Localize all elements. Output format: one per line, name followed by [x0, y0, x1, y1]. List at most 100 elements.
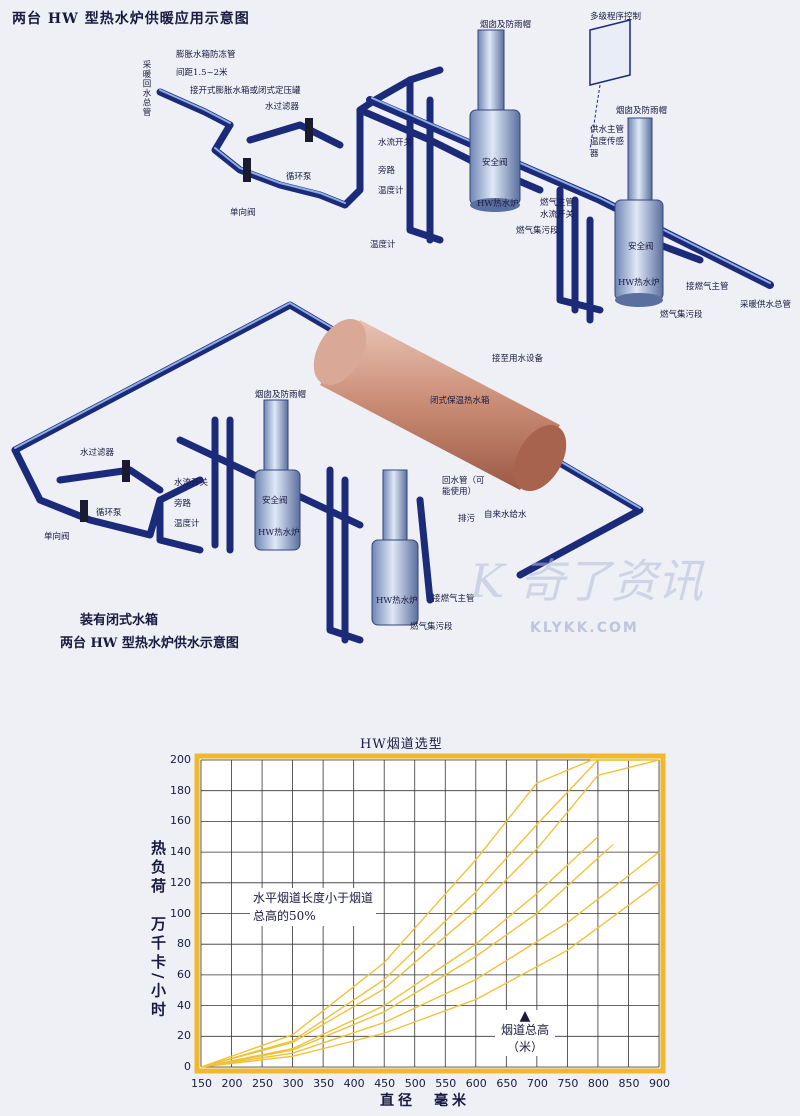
d1-label-controller: 多级程序控制	[590, 12, 642, 22]
chart-series-line-5	[200, 851, 660, 1068]
chart-x-tick-label: 500	[404, 1077, 426, 1090]
d2-label-return-pipe: 回水管（可能使用）	[442, 476, 485, 497]
chart-y-tick-label: 200	[170, 753, 191, 766]
chart-series-label-16: 16	[514, 832, 532, 845]
d1-boiler-2	[614, 117, 664, 307]
chart-series-label-5: 5	[518, 927, 529, 940]
chart-y-tick-label: 0	[184, 1060, 191, 1073]
d2-label-boiler2: HW热水炉	[376, 596, 418, 606]
d1-label-bypass: 旁路	[378, 166, 396, 176]
chart-x-tick-label: 200	[221, 1077, 243, 1090]
up-arrow-icon: ▲	[519, 1008, 531, 1024]
diagram2-title-line2: 两台 HW 型热水炉供水示意图	[60, 636, 239, 651]
watermark-url: KLYKK.COM	[530, 620, 639, 636]
d1-label-return-main: 采暖回水总管	[141, 60, 151, 117]
chart-title: HW烟道选型	[360, 737, 443, 752]
chart-series-label-20: 20	[514, 812, 532, 825]
chart-y-tick-label: 60	[177, 967, 191, 981]
chart-x-tick-label: 700	[526, 1077, 548, 1090]
d1-label-thermometer2: 温度计	[370, 240, 396, 250]
d1-label-safety-valve: 安全阀	[482, 158, 508, 168]
d2-label-safety-valve: 安全阀	[262, 496, 288, 506]
d1-label-check-valve: 单向阀	[230, 208, 256, 218]
d1-controller-box	[589, 19, 631, 151]
chart-y-tick-label: 20	[177, 1029, 191, 1043]
chart-y-axis-title: 热负荷 万千卡/小时	[149, 840, 167, 1021]
d1-label-gas-trap: 燃气集污段	[516, 226, 559, 236]
d1-label-boiler2: HW热水炉	[618, 278, 660, 288]
d1-label-gas-main2: 接燃气主管	[686, 282, 729, 292]
chart-annotation: 水平烟道长度小于烟道总高的50%	[250, 888, 376, 926]
d1-boiler-1	[469, 29, 521, 212]
d2-label-water-filter: 水过滤器	[80, 448, 115, 458]
chart-x-tick-label: 900	[649, 1077, 670, 1090]
d1-label-thermometer: 温度计	[378, 186, 404, 196]
chart-series-label-8: 8	[518, 896, 529, 909]
chart-y-tick-label: 140	[170, 845, 191, 859]
d2-label-check-valve: 单向阀	[44, 532, 70, 542]
chart-x-tick-label: 150	[191, 1077, 212, 1090]
chart-x-tick-label: 750	[557, 1077, 579, 1090]
watermark-text: K 奇了资讯	[470, 554, 703, 608]
chart-x-axis-title: 直径 毫米	[380, 1093, 470, 1109]
d2-label-tank: 闭式保温热水箱	[430, 396, 490, 406]
chart-x-tick-label: 650	[496, 1077, 518, 1090]
d1-label-chimney1: 烟囱及防雨帽	[480, 20, 532, 30]
d1-label-supply-sensor: 供水主管温度传感器	[590, 125, 625, 159]
d1-label-safety-valve2: 安全阀	[628, 242, 654, 252]
diagram2-title: 装有闭式水箱 两台 HW 型热水炉供水示意图	[60, 609, 239, 655]
d2-label-gas-trap: 燃气集污段	[410, 622, 453, 632]
d2-label-bypass: 旁路	[174, 499, 192, 509]
diagram1-drawing	[11, 19, 774, 644]
chart-y-tick-label: 40	[177, 998, 191, 1012]
d2-label-circ-pump: 循环泵	[96, 508, 122, 518]
chart-series-label-10: 10	[514, 876, 532, 889]
chart-x-tick-label: 800	[587, 1077, 609, 1090]
d2-label-thermometer: 温度计	[174, 519, 200, 529]
d2-pumps	[80, 460, 130, 522]
chart-x-tick-label: 400	[343, 1077, 365, 1090]
d2-tank	[313, 318, 567, 492]
d1-label-circ-pump: 循环泵	[286, 172, 312, 182]
chart-y-tick-label: 120	[170, 875, 191, 889]
d2-label-chimney: 烟囱及防雨帽	[255, 390, 307, 400]
d1-label-gas-main: 燃气主管	[540, 198, 575, 208]
d2-label-hot-outlet: 接至用水设备	[492, 354, 544, 364]
d1-label-flow-switch: 水流开关	[378, 138, 413, 148]
d2-label-flow-switch: 水流开关	[174, 478, 209, 488]
d1-label-boiler: HW热水炉	[477, 199, 519, 209]
chart-x-tick-label: 250	[252, 1077, 274, 1090]
d2-label-gas-main: 接燃气主管	[432, 594, 475, 604]
chart-x-tick-label: 850	[618, 1077, 640, 1090]
d1-label-spacing: 间距1.5~2米	[176, 68, 228, 78]
chart-x-tick-label: 300	[282, 1077, 304, 1090]
d2-label-boiler: HW热水炉	[258, 528, 300, 538]
d1-label-supply-main: 采暖供水总管	[740, 300, 792, 310]
d1-pipes	[156, 66, 774, 324]
d1-pipes-highlight	[159, 89, 771, 284]
diagram2-title-line1: 装有闭式水箱	[80, 613, 159, 628]
chart-series-label-3: 3	[518, 958, 529, 971]
chart-y-tick-label: 160	[170, 814, 191, 828]
d2-label-drain: 排污	[458, 514, 476, 524]
d2-label-cold-inlet: 自来水给水	[484, 510, 527, 520]
chart-x-tick-label: 450	[374, 1077, 396, 1090]
d1-label-tank-note: 接开式膨胀水箱或闭式定压罐	[190, 86, 301, 96]
diagram1-title: 两台 HW 型热水炉供暖应用示意图	[12, 11, 250, 27]
d1-label-chimney2: 烟囱及防雨帽	[616, 106, 668, 116]
chart-y-tick-label: 100	[170, 906, 191, 920]
d1-label-flow-switch2: 水流开关	[540, 210, 575, 220]
d2-boiler-2	[371, 469, 419, 626]
chart-x-tick-label: 600	[465, 1077, 487, 1090]
chart-x-tick-label: 350	[313, 1077, 335, 1090]
d2-boiler-1	[254, 399, 301, 551]
chart-y-tick-label: 180	[170, 783, 191, 797]
d1-label-gas-trap2: 燃气集污段	[660, 310, 703, 320]
chart-x-tick-label: 550	[435, 1077, 457, 1090]
d1-label-water-filter: 水过滤器	[265, 102, 300, 112]
chart-series-label-30: 30	[514, 776, 532, 789]
chart-height-label-text: 烟道总高（米）	[500, 1023, 549, 1054]
chart-y-tick-label: 80	[177, 937, 191, 951]
d1-label-expansion-pipe: 膨胀水箱防冻管	[176, 50, 236, 60]
chart-height-label: ▲ 烟道总高（米）	[495, 1008, 555, 1056]
